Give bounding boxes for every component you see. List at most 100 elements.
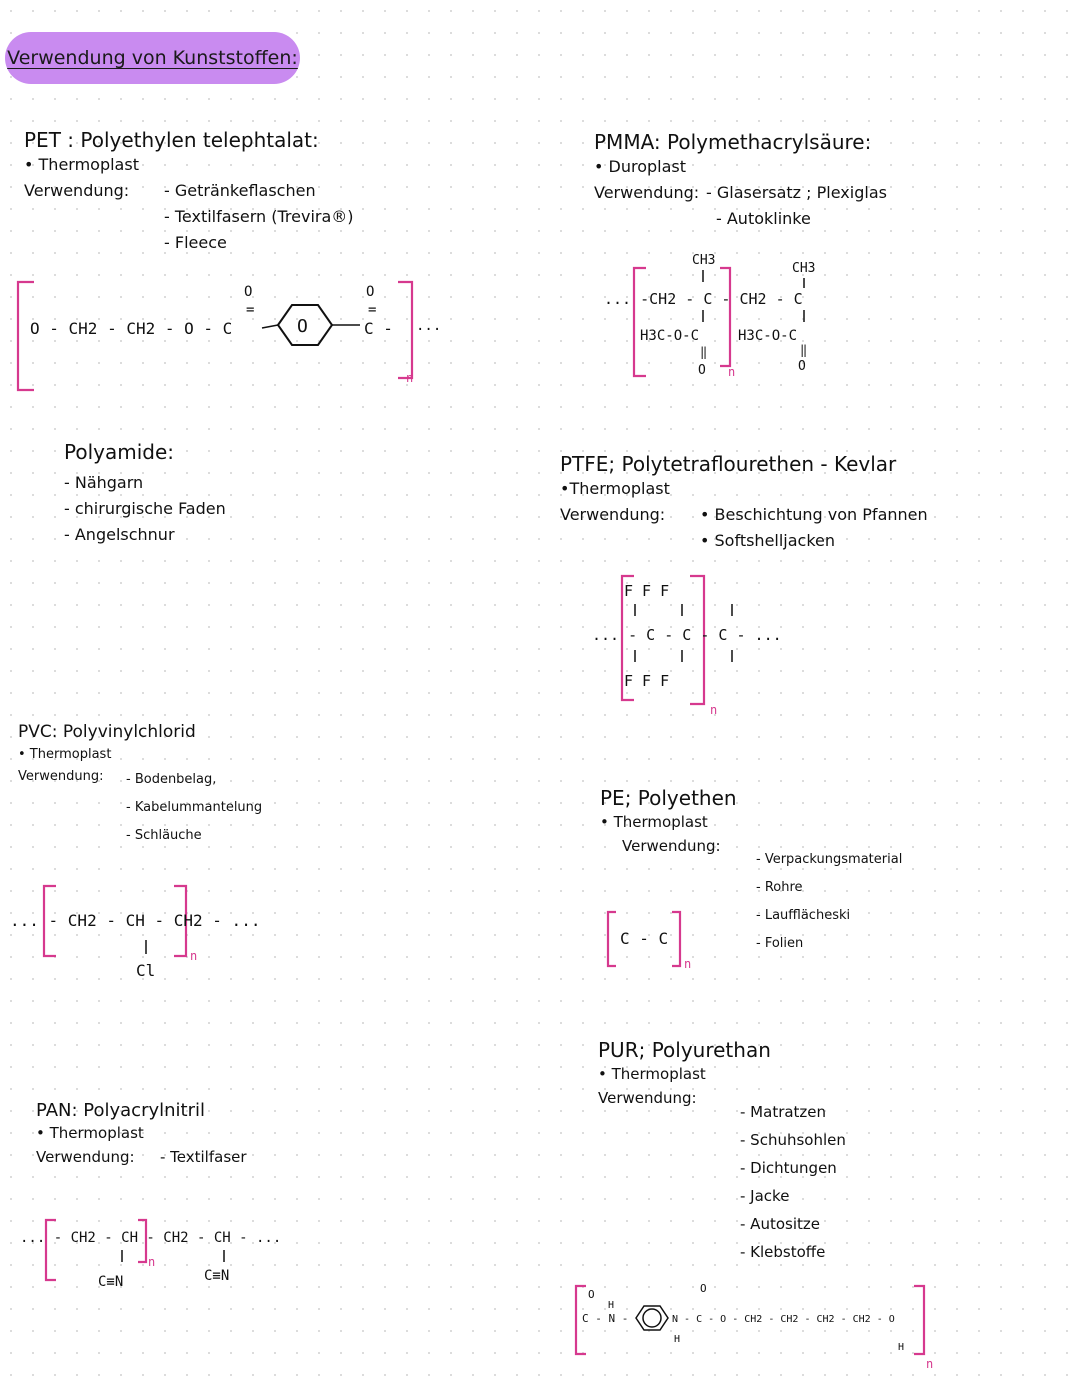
pan-heading: PAN: Polyacrylnitril [36,1100,205,1121]
bracket-left [16,280,34,392]
pe-use-item: - Rohre [756,880,803,895]
pet-dbl1: = [246,302,254,318]
pan-sub1: C≡N [98,1274,123,1290]
pe-section: PE; Polyethen • Thermoplast Verwendung: [600,786,737,858]
bracket-right [672,910,682,968]
bracket-right [914,1284,926,1356]
bracket-left [44,1218,56,1282]
pmma-formula: CH3 CH3 ... -CH2 - C - CH2 - C H3C-O-C H… [604,253,815,379]
pan-formula: ... - CH2 - CH - CH2 - CH - ... C≡N C≡N … [20,1218,281,1290]
polyamide-uses: - Nähgarn - chirurgische Faden - Angelsc… [64,470,226,548]
pet-ring-label: O [297,316,308,337]
pan-use-label: Verwendung: [36,1148,135,1166]
pan-type: • Thermoplast [36,1124,144,1142]
bracket-left [42,884,56,958]
bracket-left [574,1284,586,1356]
pe-n: n [684,957,691,971]
pmma-heading: PMMA: Polymethacrylsäure: [594,130,872,154]
pet-use-item: - Fleece [164,233,227,252]
benzene-hexagon-icon [635,1305,669,1331]
pan-n: n [148,1255,155,1269]
pmma-section: PMMA: Polymethacrylsäure: • Duroplast Ve… [594,130,887,232]
polyamide-use-item: - Angelschnur [64,525,175,544]
ptfe-heading: PTFE; Polytetraflourethen - Kevlar [560,452,897,476]
pmma-ester2: H3C-O-C [738,328,797,344]
pvc-use-item: - Kabelummantelung [126,800,263,815]
pur-uses: - Matratzen - Schuhsohlen - Dichtungen -… [740,1098,846,1266]
ptfe-formula: F F F ... - C - C - C - ... F F F n [592,574,782,717]
pet-use-item: - Textilfasern (Trevira®) [164,207,354,226]
pe-type: • Thermoplast [600,813,708,831]
pet-section: PET : Polyethylen telephtalat: • Thermop… [24,128,354,256]
pur-formula: O H C - N - O N - C - O - CH2 - CH2 - CH… [574,1282,933,1371]
pur-type: • Thermoplast [598,1065,706,1083]
pur-use-item: - Dichtungen [740,1159,837,1177]
pur-main: C - N - [582,1312,628,1325]
pvc-formula: ... - CH2 - CH - CH2 - ... Cl n [10,884,260,980]
pur-o2: O [700,1282,707,1295]
pur-use-item: - Jacke [740,1187,790,1205]
pan-use-item: - Textilfaser [160,1148,247,1166]
pe-use-item: - Folien [756,936,804,951]
pe-uses: - Verpackungsmaterial - Rohre - Lauffläc… [756,846,902,958]
pe-use-item: - Verpackungsmaterial [756,852,903,867]
pet-type: • Thermoplast [24,155,139,174]
pur-use-item: - Matratzen [740,1103,827,1121]
pvc-heading: PVC: Polyvinylchlorid [18,722,196,742]
pan-main: ... - CH2 - CH - CH2 - CH - ... [20,1230,281,1246]
pan-section: PAN: Polyacrylnitril • Thermoplast Verwe… [36,1100,247,1169]
pe-heading: PE; Polyethen [600,786,737,810]
pur-o1: O [588,1288,595,1301]
pet-o1: O [244,284,252,300]
pet-chain: O - CH2 - CH2 - O - C [30,319,232,338]
pur-h1: H [608,1300,614,1311]
pvc-use-item: - Schläuche [126,828,202,843]
bracket-right [398,280,414,380]
pvc-use-label: Verwendung: [18,769,104,784]
pet-n: n [406,371,413,385]
bracket-left [632,266,646,378]
pmma-dbl1: ‖ [700,345,707,359]
pe-formula: C - C n [606,910,691,971]
pmma-use-item: - Autoklinke [716,209,811,228]
pvc-n: n [190,949,197,963]
pe-main: C - C [620,929,668,948]
pvc-sub: Cl [136,961,155,980]
pur-h2: H [674,1334,680,1345]
pvc-uses: - Bodenbelag, - Kabelummantelung - Schlä… [126,766,262,850]
bracket-right [174,884,188,958]
ptfe-mid: ... - C - C - C - ... [592,626,782,644]
ptfe-bot: F F F [624,672,669,690]
pur-use-item: - Schuhsohlen [740,1131,846,1149]
ptfe-use-item: • Softshelljacken [700,531,836,550]
pet-use-label: Verwendung: [24,181,130,200]
polyamide-use-item: - Nähgarn [64,473,144,492]
ptfe-use-label: Verwendung: [560,505,666,524]
ptfe-type: •Thermoplast [560,479,670,498]
benzene-ring-icon [642,1308,662,1328]
pur-use-label: Verwendung: [598,1089,697,1107]
pet-o2: O [366,284,374,300]
pmma-use-label: Verwendung: [594,183,700,202]
pmma-top: ... -CH2 - C - CH2 - C [604,290,803,308]
pet-uses: - Getränkeflaschen - Textilfasern (Trevi… [164,178,354,256]
pvc-type: • Thermoplast [18,747,112,762]
pmma-dbl2: ‖ [800,343,807,357]
pvc-main: ... - CH2 - CH - CH2 - ... [10,911,260,930]
pmma-me1: CH3 [692,253,715,268]
bracket-left [606,910,616,968]
pmma-o2: O [798,359,806,374]
pur-section: PUR; Polyurethan • Thermoplast Verwendun… [598,1038,771,1110]
pur-use-item: - Klebstoffe [740,1243,826,1261]
bracket-right [138,1218,148,1264]
pvc-use-item: - Bodenbelag, [126,772,217,787]
pe-use-label: Verwendung: [622,837,721,855]
ptfe-use-item: • Beschichtung von Pfannen [700,505,928,524]
polyamide-use-item: - chirurgische Faden [64,499,226,518]
pan-sub2: C≡N [204,1268,229,1284]
pet-dbl2: = [368,302,376,318]
pur-use-item: - Autositze [740,1215,820,1233]
pur-heading: PUR; Polyurethan [598,1038,771,1062]
bracket-right [720,266,732,368]
pmma-type: • Duroplast [594,157,687,176]
